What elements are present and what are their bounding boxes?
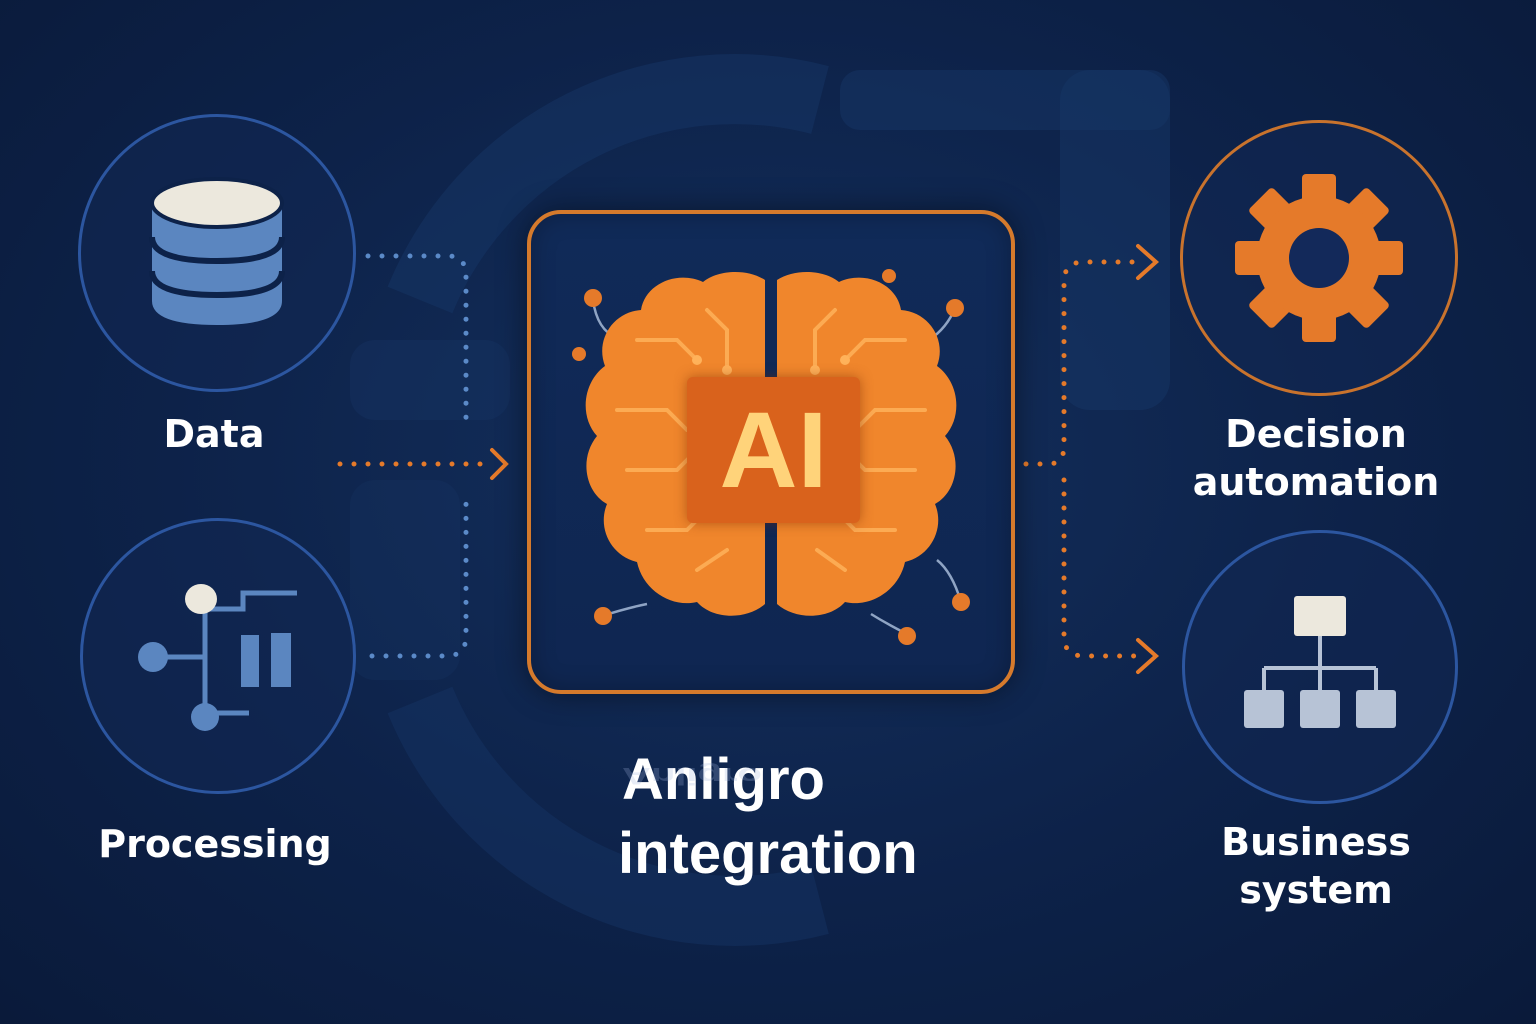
core-to-business-connector — [1061, 477, 1160, 674]
database-icon — [149, 177, 285, 325]
gear-icon — [1235, 174, 1403, 342]
core-title-line2: integration — [618, 821, 918, 886]
processing-label: Processing — [98, 822, 332, 866]
data-to-core-connector — [365, 253, 469, 423]
input-arrow — [337, 448, 509, 480]
decision-label: Decision automation — [1192, 412, 1440, 504]
core-title-line1: Anligro — [622, 747, 825, 812]
core-to-decision-connector — [1023, 244, 1160, 467]
brain-icon — [572, 269, 970, 645]
flowchart-icon — [138, 584, 297, 731]
business-node — [1182, 530, 1458, 804]
data-node — [78, 114, 356, 392]
org-chart-icon — [1244, 596, 1396, 728]
business-label: Business system — [1221, 820, 1411, 912]
ai-badge: AI — [687, 377, 860, 523]
core-title-reflection: Anligro — [622, 762, 762, 790]
data-label: Data — [163, 412, 265, 456]
decision-node — [1180, 120, 1458, 396]
processing-to-core-connector — [369, 497, 469, 659]
processing-node — [80, 518, 356, 794]
